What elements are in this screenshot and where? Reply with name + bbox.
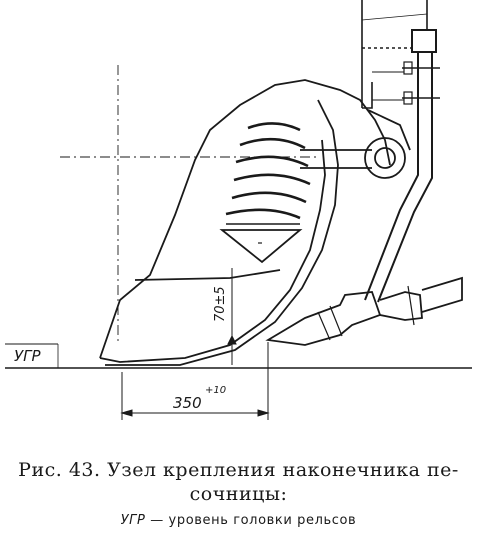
spring-stack: [225, 122, 311, 225]
dimension-width-tolerance: +10: [205, 385, 226, 396]
sander-nozzle-drawing: УГР 70±5 350 +10: [5, 0, 472, 420]
bracket-arm: [300, 109, 411, 179]
dimension-height: [225, 268, 240, 369]
sand-pipe: [364, 29, 440, 303]
legend-term: УГР: [120, 513, 146, 528]
dimension-width-label: 350: [173, 394, 202, 412]
axle-box-housing: [99, 79, 391, 366]
caption-line-2: сочницы:: [189, 483, 288, 505]
center-lines: [60, 65, 320, 345]
dimension-width: [120, 342, 270, 420]
dimension-height-label: 70±5: [213, 286, 228, 322]
legend-separator: —: [145, 513, 169, 528]
caption-line-1: Рис. 43. Узел крепления наконечника пе-: [18, 459, 459, 481]
sander-nozzle: [265, 276, 463, 346]
caption-legend: УГР — уровень головки рельсов: [0, 513, 477, 528]
figure-caption: Рис. 43. Узел крепления наконечника пе- …: [0, 458, 477, 506]
legend-text: уровень головки рельсов: [168, 513, 357, 528]
spring-seat: [219, 229, 303, 264]
rail-level-label: УГР: [14, 347, 41, 365]
